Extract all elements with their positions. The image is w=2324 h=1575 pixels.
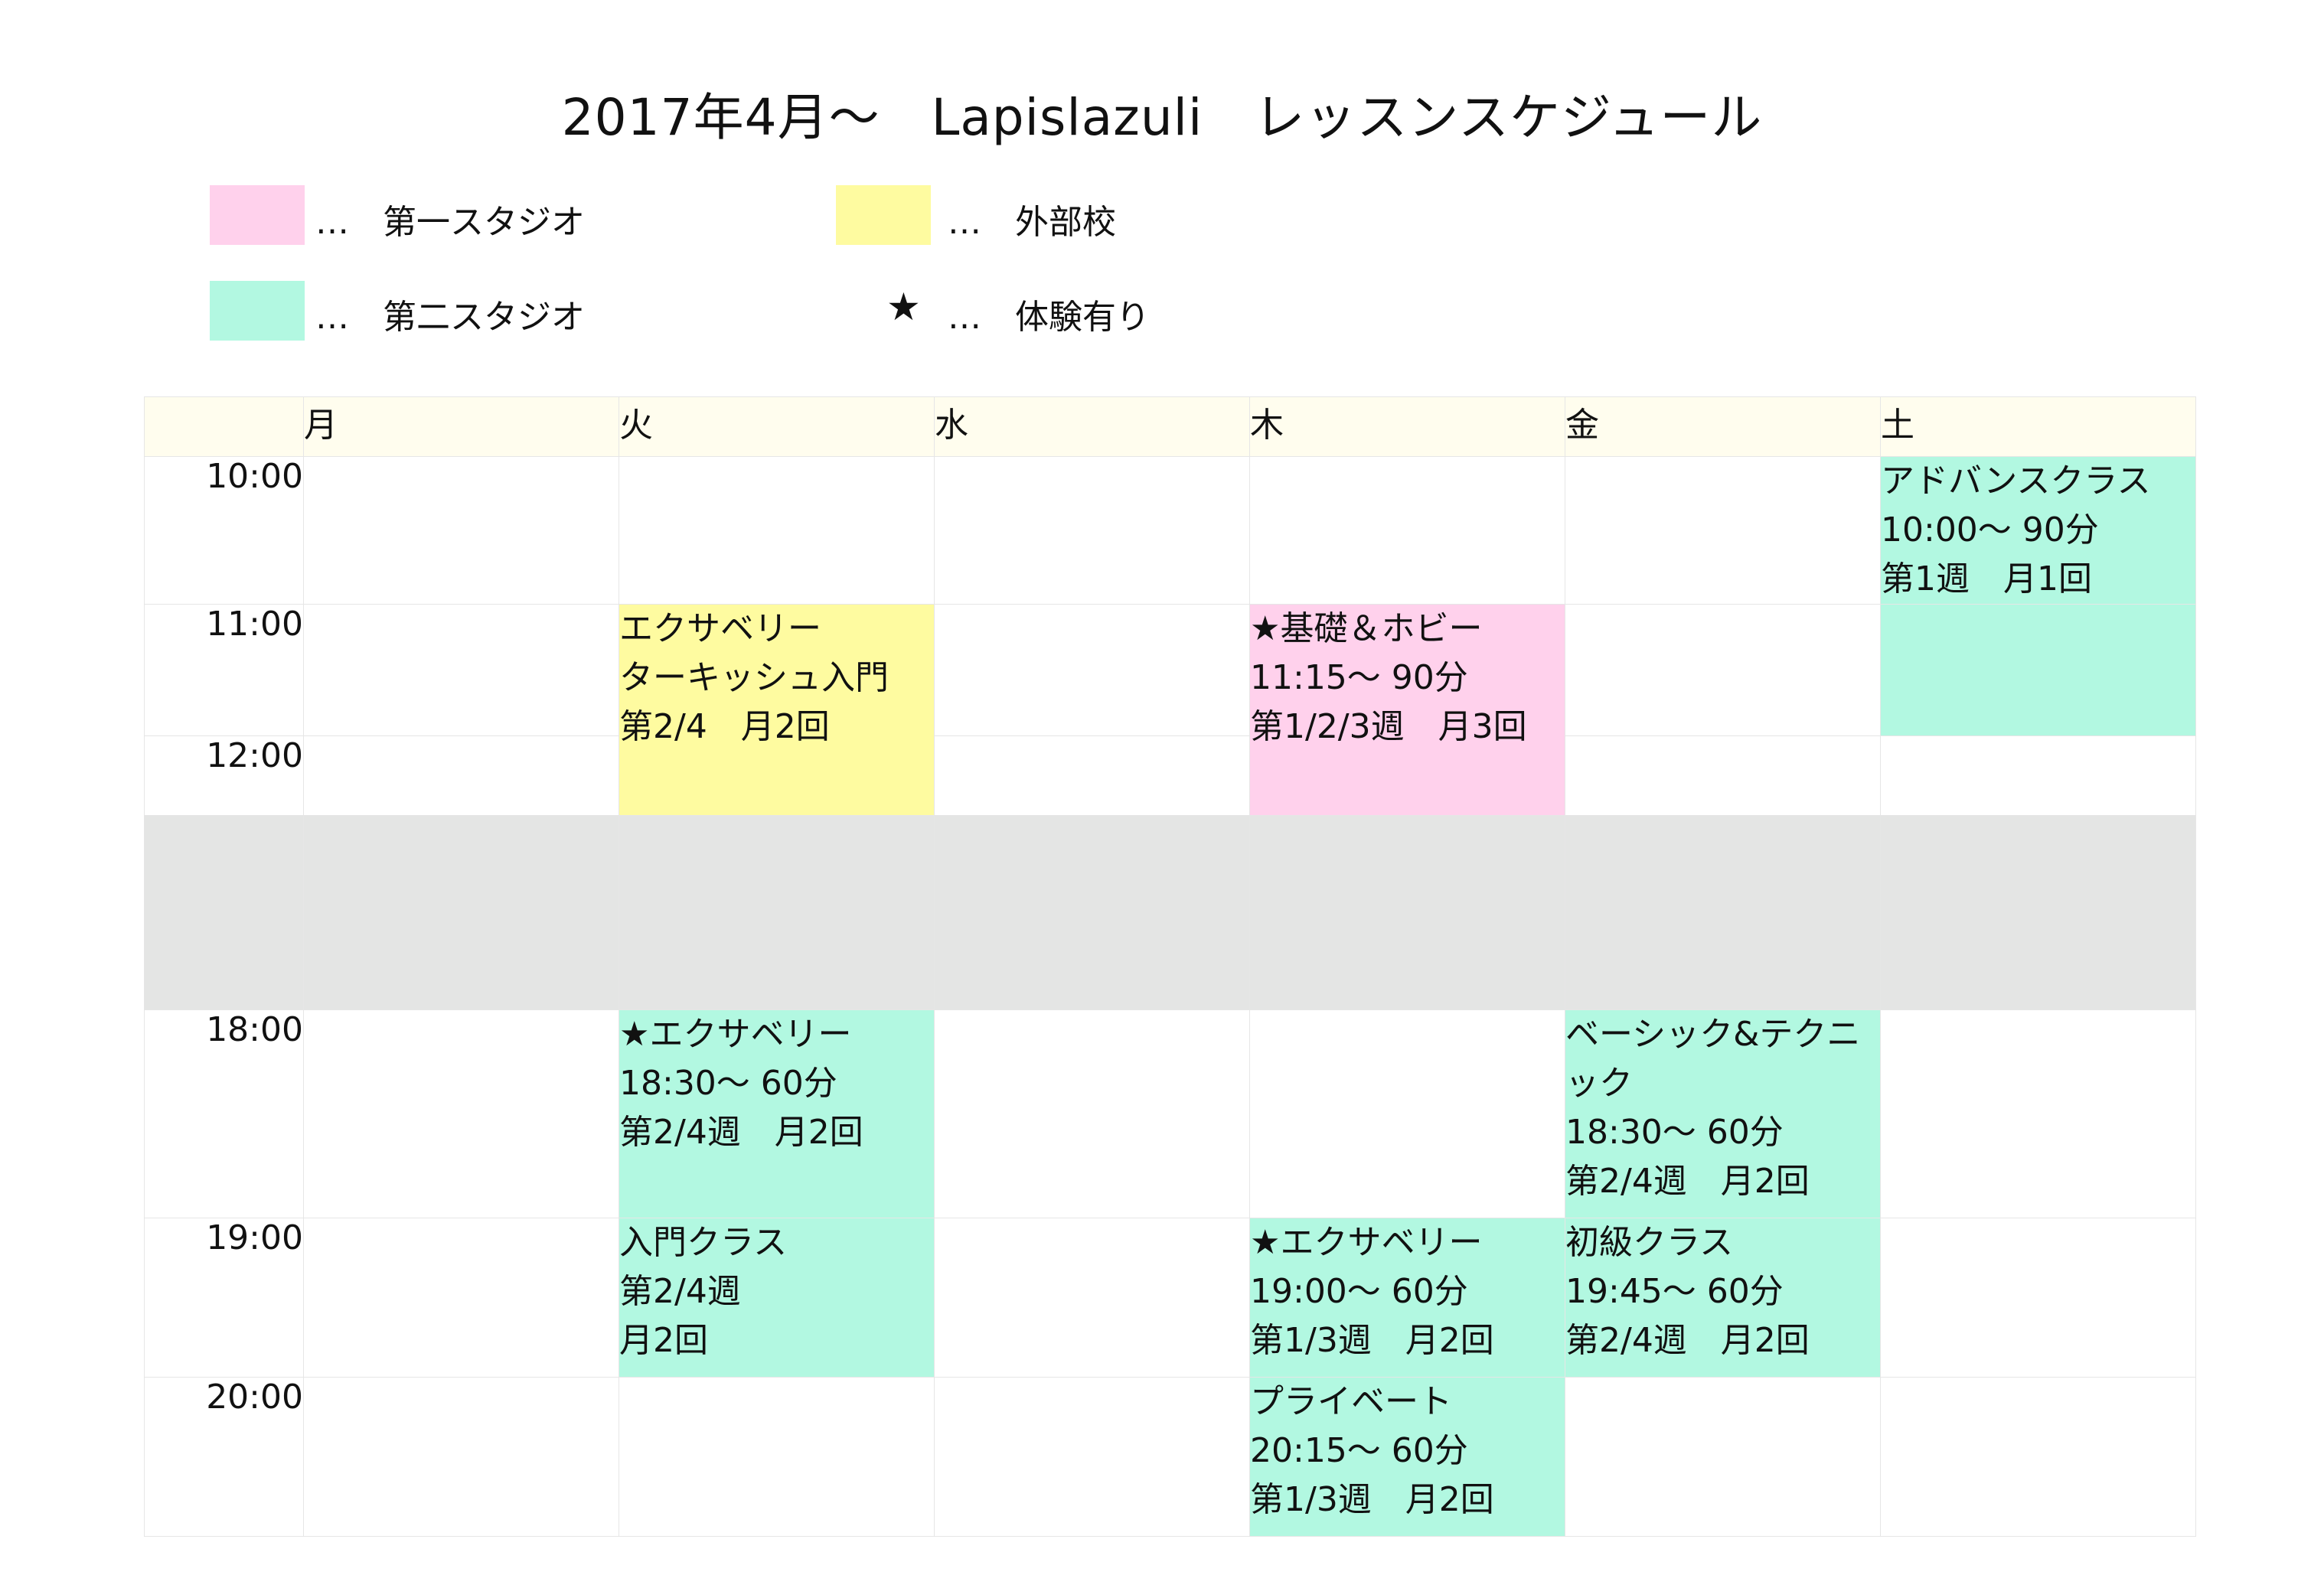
cell-empty	[1249, 456, 1565, 605]
event-line: 月2回	[619, 1321, 708, 1360]
event-line: 10:00～ 90分	[1881, 510, 2099, 549]
event-tue-intro-class[interactable]: 入門クラス 第2/4週 月2回	[619, 1218, 935, 1378]
event-line: 19:00～ 60分	[1250, 1272, 1468, 1311]
page-title: 2017年4月～ Lapislazuli レッスンスケジュール	[561, 88, 1763, 147]
event-line: 第2/4週 月2回	[619, 1113, 863, 1152]
time-label: 20:00	[144, 1377, 304, 1537]
event-line: 第2/4週 月2回	[1565, 1162, 1810, 1201]
break-cell	[934, 815, 1250, 1010]
header-row: 月 火 水 木 金 土	[144, 396, 2196, 457]
event-line: 第1/2/3週 月3回	[1250, 707, 1527, 746]
cell-empty	[1249, 1009, 1565, 1218]
cell-empty	[303, 1377, 619, 1537]
day-header-tue: 火	[619, 396, 935, 457]
event-thu-exabelly[interactable]: ★エクサベリー 19:00～ 60分 第1/3週 月2回	[1249, 1218, 1565, 1378]
event-line: 第2/4 月2回	[619, 707, 830, 746]
time-label: 12:00	[144, 735, 304, 816]
cell-empty	[1565, 1377, 1881, 1537]
day-header-thu: 木	[1249, 396, 1565, 457]
cell-empty	[934, 735, 1250, 816]
event-fri-beginner-class[interactable]: 初級クラス 19:45～ 60分 第2/4週 月2回	[1565, 1218, 1881, 1378]
time-label: 11:00	[144, 604, 304, 736]
break-cell	[1880, 815, 2196, 1010]
event-line: アドバンスクラス	[1881, 461, 2151, 501]
event-line: プライベート	[1250, 1382, 1452, 1421]
legend-label-studio2: … 第二スタジオ	[315, 298, 585, 337]
event-line: ★エクサベリー	[619, 1015, 852, 1054]
event-line: ★エクサベリー	[1250, 1223, 1483, 1262]
day-header-mon: 月	[303, 396, 619, 457]
cell-empty	[619, 456, 935, 605]
cell-empty	[619, 1377, 935, 1537]
event-tue-turkish-intro[interactable]: エクサベリー ターキッシュ入門 第2/4 月2回	[619, 604, 935, 816]
event-line: 19:45～ 60分	[1565, 1272, 1784, 1311]
row-1900: 19:00 入門クラス 第2/4週 月2回 ★エクサベリー 19:00～ 60分…	[144, 1218, 2196, 1378]
event-line: 第1/3週 月2回	[1250, 1480, 1494, 1519]
header-corner	[144, 396, 304, 457]
cell-empty	[1565, 456, 1881, 605]
cell-empty	[1880, 1009, 2196, 1218]
cell-empty	[303, 604, 619, 736]
break-cell	[619, 815, 935, 1010]
cell-empty	[303, 456, 619, 605]
legend-label-trial: … 体験有り	[948, 298, 1150, 337]
star-icon: ★	[886, 285, 921, 329]
event-tue-exabelly[interactable]: ★エクサベリー 18:30～ 60分 第2/4週 月2回	[619, 1009, 935, 1218]
event-sat-advanced-continued	[1880, 604, 2196, 736]
row-1200: 12:00	[144, 735, 2196, 816]
time-label: 19:00	[144, 1218, 304, 1378]
cell-empty	[303, 1009, 619, 1218]
time-label: 10:00	[144, 456, 304, 605]
event-thu-basic-hobby[interactable]: ★基礎＆ホビー 11:15～ 90分 第1/2/3週 月3回	[1249, 604, 1565, 816]
cell-empty	[1880, 735, 2196, 816]
day-header-fri: 金	[1565, 396, 1881, 457]
legend-swatch-outside	[836, 185, 931, 245]
break-row	[144, 815, 2196, 1010]
cell-empty	[1880, 1218, 2196, 1378]
event-line: ベーシック&テクニック	[1565, 1015, 1861, 1103]
cell-empty	[303, 735, 619, 816]
event-line: 初級クラス	[1565, 1223, 1734, 1262]
time-label: 18:00	[144, 1009, 304, 1218]
cell-empty	[1880, 1377, 2196, 1537]
event-sat-advanced[interactable]: アドバンスクラス 10:00～ 90分 第1週 月1回	[1880, 456, 2196, 605]
event-thu-private[interactable]: プライベート 20:15～ 60分 第1/3週 月2回	[1249, 1377, 1565, 1537]
row-1100: 11:00 エクサベリー ターキッシュ入門 第2/4 月2回 ★基礎＆ホビー 1…	[144, 604, 2196, 816]
schedule-table: 月 火 水 木 金 土 10:00 アドバンスクラス 10:00～ 90分 第1…	[144, 396, 2196, 1537]
cell-empty	[934, 1218, 1250, 1378]
event-line: 18:30～ 60分	[619, 1064, 837, 1103]
row-2000: 20:00 プライベート 20:15～ 60分 第1/3週 月2回	[144, 1377, 2196, 1537]
event-line: ターキッシュ入門	[619, 658, 889, 697]
legend-label-outside: … 外部校	[948, 203, 1116, 242]
event-line: 20:15～ 60分	[1250, 1431, 1468, 1470]
legend-swatch-studio2	[210, 281, 305, 341]
break-cell	[303, 815, 619, 1010]
event-line: 第2/4週 月2回	[1565, 1321, 1810, 1360]
break-cell	[1565, 815, 1881, 1010]
break-cell	[144, 815, 304, 1010]
day-header-sat: 土	[1880, 396, 2196, 457]
cell-empty	[934, 1377, 1250, 1537]
cell-empty	[934, 1009, 1250, 1218]
legend-swatch-studio1	[210, 185, 305, 245]
event-line: 第1/3週 月2回	[1250, 1321, 1494, 1360]
cell-empty	[1565, 735, 1881, 816]
row-1000: 10:00 アドバンスクラス 10:00～ 90分 第1週 月1回	[144, 456, 2196, 605]
legend-label-studio1: … 第一スタジオ	[315, 203, 585, 242]
event-line: 第2/4週	[619, 1272, 741, 1311]
event-line: 入門クラス	[619, 1223, 788, 1262]
cell-empty	[303, 1218, 619, 1378]
event-fri-basic-technique[interactable]: ベーシック&テクニック 18:30～ 60分 第2/4週 月2回	[1565, 1009, 1881, 1218]
day-header-wed: 水	[934, 396, 1250, 457]
cell-empty	[934, 604, 1250, 736]
cell-empty	[1565, 604, 1881, 736]
event-line: エクサベリー	[619, 609, 821, 648]
event-line: ★基礎＆ホビー	[1250, 609, 1483, 648]
event-line: 第1週 月1回	[1881, 559, 2092, 598]
cell-empty	[934, 456, 1250, 605]
event-line: 11:15～ 90分	[1250, 658, 1468, 697]
event-line: 18:30～ 60分	[1565, 1113, 1784, 1152]
break-cell	[1249, 815, 1565, 1010]
row-1800: 18:00 ★エクサベリー 18:30～ 60分 第2/4週 月2回 ベーシック…	[144, 1009, 2196, 1218]
